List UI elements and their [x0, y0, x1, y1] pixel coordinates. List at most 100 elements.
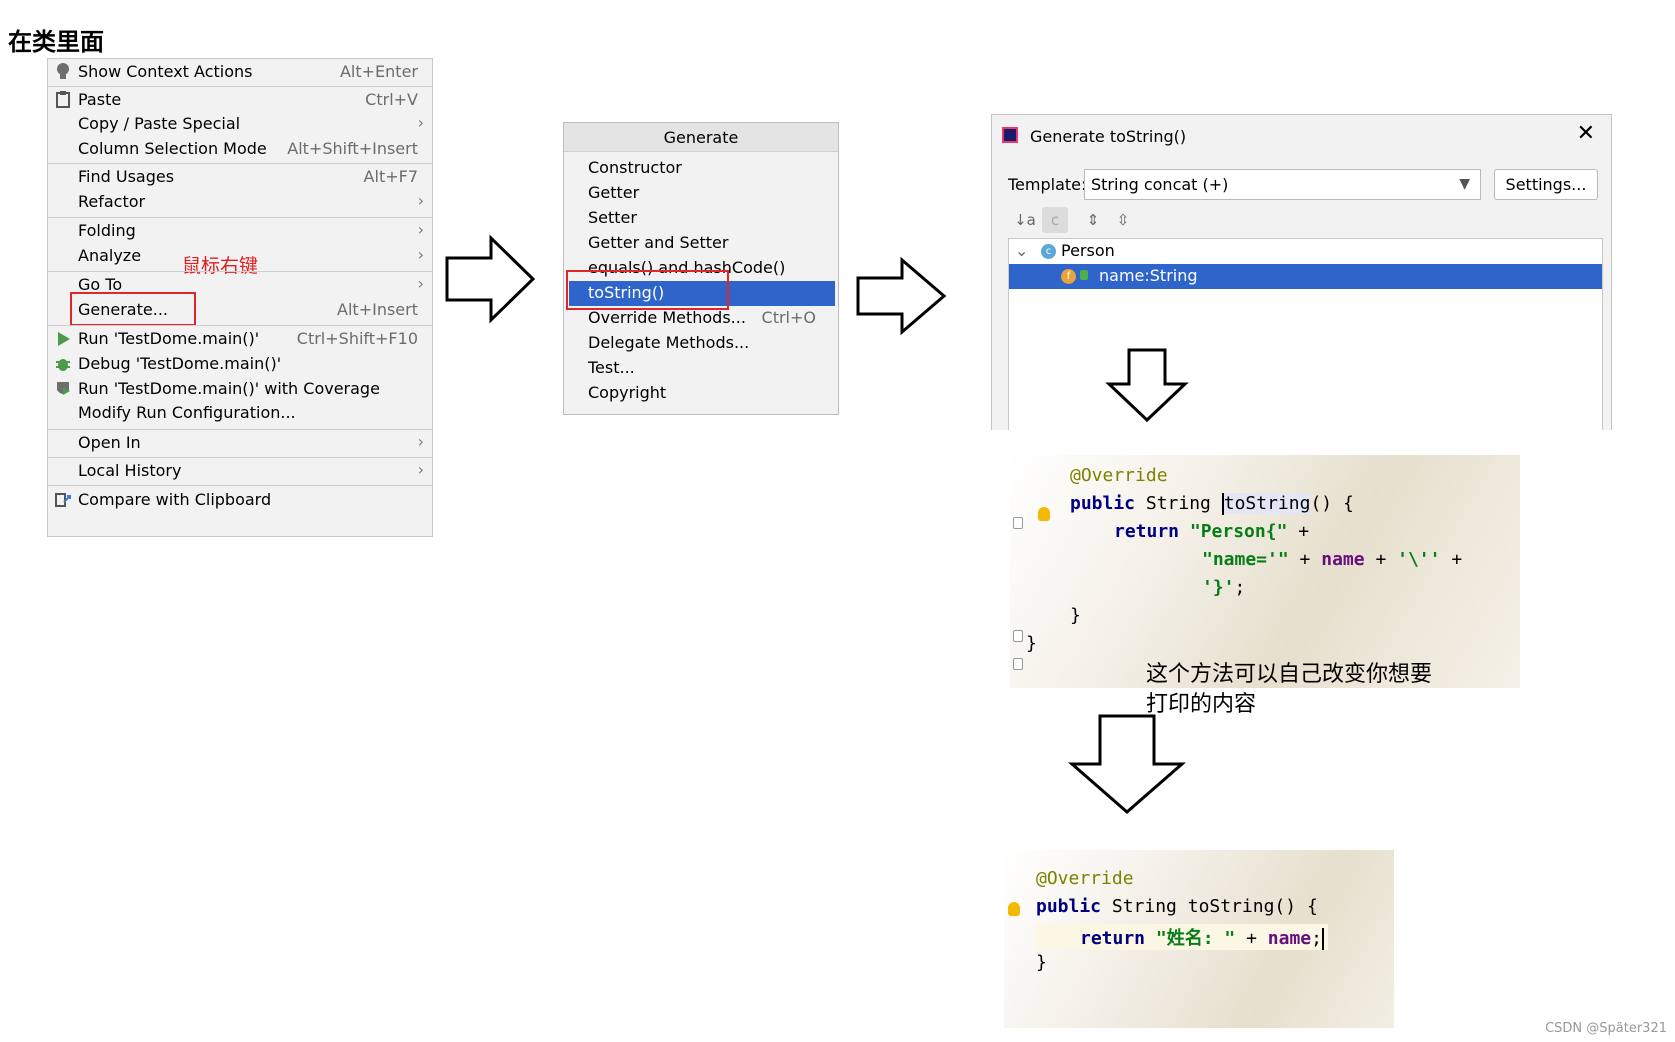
menu-item-run-with-coverage[interactable]: Run 'TestDome.main()' with Coverage [48, 376, 432, 402]
generate-item-getter-and-setter[interactable]: Getter and Setter [564, 231, 838, 256]
menu-separator [48, 325, 432, 326]
generate-item-tostring[interactable]: toString() [569, 281, 835, 306]
code-line: return "Person{" + [1114, 521, 1309, 542]
generate-item-getter[interactable]: Getter [564, 181, 838, 206]
menu-item-analyze[interactable]: Analyze › [48, 243, 432, 269]
tree-row-field[interactable]: f name:String [1009, 264, 1602, 289]
arrow-down-icon [1068, 714, 1186, 814]
arrow-right-icon [445, 234, 536, 324]
menu-label: Column Selection Mode [78, 139, 267, 158]
generate-item-constructor[interactable]: Constructor [564, 156, 838, 181]
menu-label: toString() [588, 283, 665, 302]
chevron-right-icon: › [417, 245, 424, 264]
menu-label: Setter [588, 208, 637, 227]
menu-item-column-selection-mode[interactable]: Column Selection Mode Alt+Shift+Insert [48, 136, 432, 162]
menu-shortcut: Alt+Insert [337, 300, 418, 319]
code-signature: String toString() { [1111, 896, 1318, 917]
menu-shortcut: Alt+F7 [363, 167, 418, 186]
show-classes-icon[interactable]: c [1042, 207, 1068, 233]
generate-item-delegate-methods[interactable]: Delegate Methods... [564, 331, 838, 356]
settings-button[interactable]: Settings... [1494, 169, 1598, 200]
fold-marker-icon [1013, 630, 1023, 642]
chevron-right-icon: › [417, 274, 424, 293]
menu-label: Refactor [78, 192, 146, 211]
generate-item-equals-hashcode[interactable]: equals() and hashCode() [564, 256, 838, 281]
menu-item-generate[interactable]: Generate... Alt+Insert [48, 297, 432, 323]
note-line: 这个方法可以自己改变你想要 [1146, 662, 1433, 687]
chevron-right-icon: › [417, 432, 424, 451]
menu-separator [48, 457, 432, 458]
menu-item-show-context-actions[interactable]: Show Context Actions Alt+Enter [48, 59, 432, 85]
menu-item-refactor[interactable]: Refactor › [48, 189, 432, 215]
tree-row-class[interactable]: ⌄ c Person [1009, 239, 1602, 264]
template-select[interactable]: String concat (+) ▼ [1084, 169, 1481, 200]
generate-item-setter[interactable]: Setter [564, 206, 838, 231]
sort-alpha-icon[interactable]: ↓a [1014, 211, 1036, 229]
menu-label: Test... [588, 358, 635, 377]
generate-popup-title: Generate [564, 123, 838, 152]
menu-item-paste[interactable]: Paste Ctrl+V [48, 87, 432, 113]
generate-popup: Generate Constructor Getter Setter Gette… [563, 122, 839, 415]
menu-label: Analyze [78, 246, 142, 265]
code-string: '}' [1202, 577, 1235, 598]
lightbulb-icon [57, 63, 69, 79]
code-line: @Override [1070, 465, 1168, 486]
menu-item-go-to[interactable]: Go To › [48, 272, 432, 298]
code-line: "name='" + name + '\'' + [1202, 549, 1462, 570]
menu-label: Constructor [588, 158, 682, 177]
code-operator: + [1298, 521, 1310, 542]
menu-label: Run 'TestDome.main()' with Coverage [78, 379, 380, 398]
menu-item-find-usages[interactable]: Find Usages Alt+F7 [48, 164, 432, 190]
menu-item-copy-paste-special[interactable]: Copy / Paste Special › [48, 111, 432, 137]
code-line: '}'; [1202, 577, 1245, 598]
menu-item-modify-run-configuration[interactable]: Modify Run Configuration... [48, 400, 432, 426]
generate-item-test[interactable]: Test... [564, 356, 838, 381]
generate-item-copyright[interactable]: Copyright [564, 381, 838, 406]
menu-label: Copy / Paste Special [78, 114, 241, 133]
expand-all-icon[interactable]: ⇕ [1086, 211, 1100, 229]
menu-item-debug[interactable]: Debug 'TestDome.main()' [48, 351, 432, 377]
code-string: "姓名: " [1155, 928, 1236, 949]
watermark: CSDN @Später321 [1545, 1021, 1667, 1036]
generate-item-override-methods[interactable]: Override Methods...Ctrl+O [564, 306, 838, 331]
debug-icon [56, 359, 70, 371]
code-string: '\'' [1397, 549, 1441, 570]
code-field: name [1267, 928, 1312, 949]
highlight-box-tostring [566, 270, 729, 310]
menu-separator [48, 86, 432, 87]
code-operator: + [1375, 549, 1387, 570]
menu-label: Copyright [588, 383, 667, 402]
code-brace: } [1026, 633, 1037, 654]
generate-tostring-dialog: Generate toString() ✕ Template: String c… [991, 114, 1612, 430]
menu-item-open-in[interactable]: Open In › [48, 430, 432, 456]
menu-item-local-history[interactable]: Local History › [48, 458, 432, 484]
coverage-icon [57, 382, 70, 395]
code-string: "Person{" [1189, 521, 1288, 542]
menu-item-compare-with-clipboard[interactable]: Compare with Clipboard [48, 487, 432, 513]
menu-label: Open In [78, 433, 141, 452]
chevron-right-icon: › [417, 220, 424, 239]
tree-field-name: name:String [1099, 266, 1198, 285]
menu-label: Getter [588, 183, 640, 202]
close-icon[interactable]: ✕ [1576, 121, 1595, 146]
dialog-title: Generate toString() [1030, 127, 1187, 146]
page-title: 在类里面 [8, 27, 104, 56]
code-brace: } [1036, 952, 1047, 973]
code-line: } [1036, 952, 1047, 973]
code-semicolon: ; [1311, 928, 1322, 949]
fold-marker-icon [1013, 517, 1023, 529]
collapse-all-icon[interactable]: ⇳ [1116, 211, 1130, 229]
code-operator: + [1246, 928, 1257, 949]
code-line: public String toString() { [1036, 896, 1318, 917]
lock-icon [1080, 270, 1088, 280]
code-line: @Override [1036, 868, 1134, 889]
tree-class-name: Person [1061, 241, 1115, 260]
menu-item-folding[interactable]: Folding › [48, 218, 432, 244]
code-keyword: public [1070, 493, 1136, 514]
code-annotation: @Override [1036, 868, 1134, 889]
highlight-box-generate [70, 292, 196, 326]
menu-label: Run 'TestDome.main()' [78, 329, 260, 348]
menu-label: equals() and hashCode() [588, 258, 786, 277]
menu-item-run[interactable]: Run 'TestDome.main()' Ctrl+Shift+F10 [48, 326, 432, 352]
lightbulb-icon [1008, 902, 1020, 916]
